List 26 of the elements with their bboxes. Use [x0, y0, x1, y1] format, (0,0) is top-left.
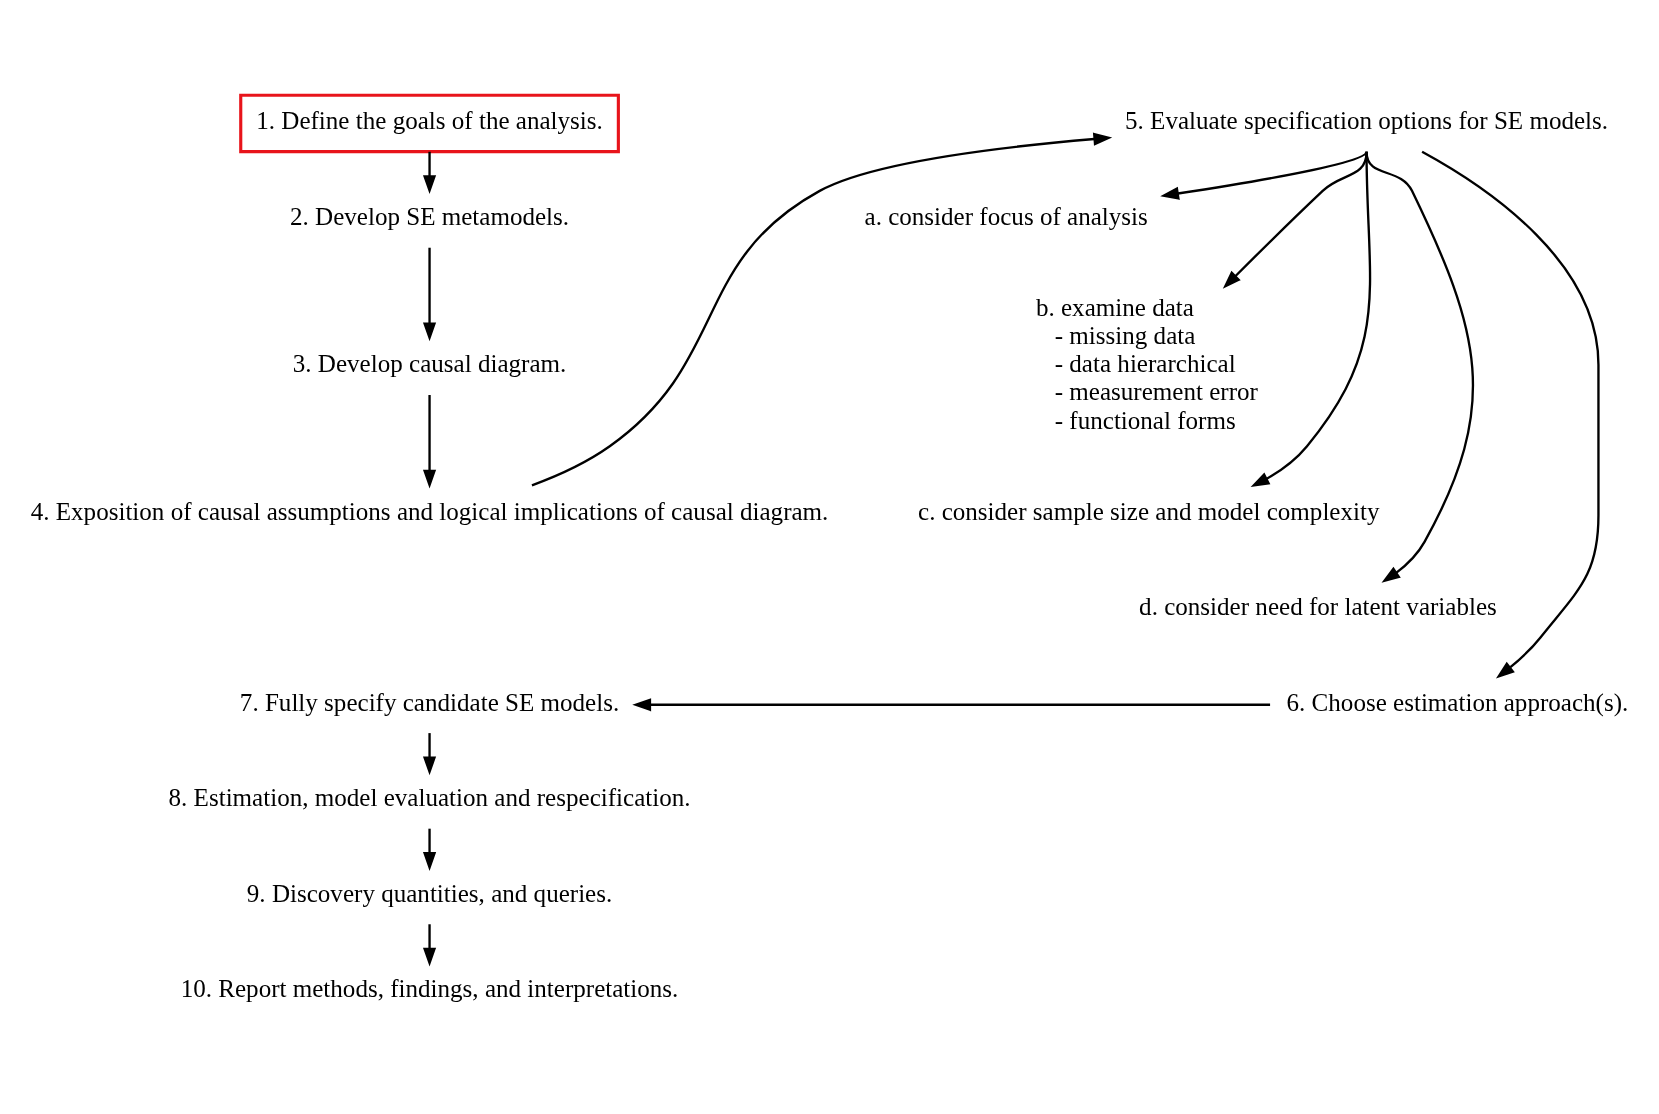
node-text: 7. Fully specify candidate SE models.: [239, 688, 620, 716]
node-text: 3. Develop causal diagram.: [292, 349, 567, 377]
arrow: [422, 828, 437, 871]
node-text: d. consider need for latent variables: [1139, 592, 1497, 620]
arrow: [632, 697, 1271, 711]
node-text: 6. Choose estimation approach(s).: [1286, 688, 1629, 716]
arrow: [1160, 150, 1368, 200]
arrow: [531, 132, 1113, 486]
node-text: b. examine data - missing data - data hierarchical - measurement error - functional forms: [1035, 293, 1258, 434]
arrow: [422, 732, 437, 775]
arrow: [422, 151, 437, 194]
node-text: 10. Report methods, findings, and interpretations.: [180, 974, 679, 1002]
node-text: 2. Develop SE metamodels.: [289, 202, 570, 230]
node-text: a. consider focus of analysis: [864, 202, 1148, 230]
arrow: [1365, 151, 1474, 583]
node-text: 9. Discovery quantities, and queries.: [246, 879, 613, 907]
arrow: [422, 394, 437, 489]
arrow: [1421, 150, 1600, 679]
node-text: 8. Estimation, model evaluation and respecification.: [168, 783, 691, 811]
node-text: 4. Exposition of causal assumptions and logical implications of causal diagram.: [30, 497, 829, 525]
arrow: [422, 247, 437, 341]
arrow: [1250, 151, 1372, 487]
node-box: 1. Define the goals of the analysis.: [239, 93, 620, 153]
node-text: c. consider sample size and model complexity: [918, 497, 1380, 525]
arrow: [422, 923, 437, 966]
node-text: 5. Evaluate specification options for SE models.: [1125, 106, 1609, 134]
